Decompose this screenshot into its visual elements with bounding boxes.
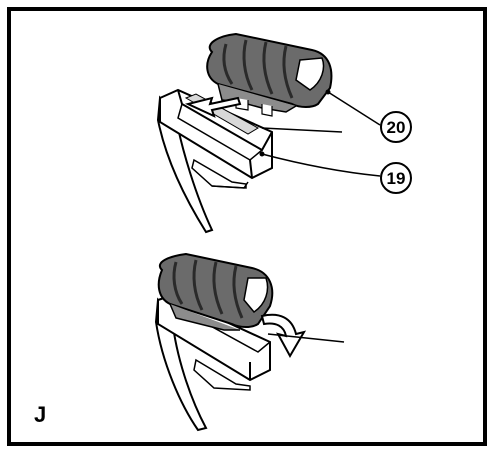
callout-circle-19 (380, 162, 412, 194)
callout-number-20: 20 (387, 118, 406, 137)
panel-border (7, 7, 487, 446)
cover-seated (157, 252, 274, 331)
slide-arrow (185, 96, 242, 118)
leader-line-19 (261, 153, 381, 177)
device-body-top (156, 95, 214, 234)
step-top-illustration: 20 19 (156, 32, 412, 234)
device-body-bottom (154, 297, 208, 432)
step-bottom-illustration (154, 252, 345, 432)
panel-label: J (34, 402, 47, 427)
cover-part-20 (206, 32, 333, 117)
callout-circle-20 (380, 111, 412, 143)
callout-number-19: 19 (387, 169, 406, 188)
leader-line-20 (327, 91, 381, 126)
